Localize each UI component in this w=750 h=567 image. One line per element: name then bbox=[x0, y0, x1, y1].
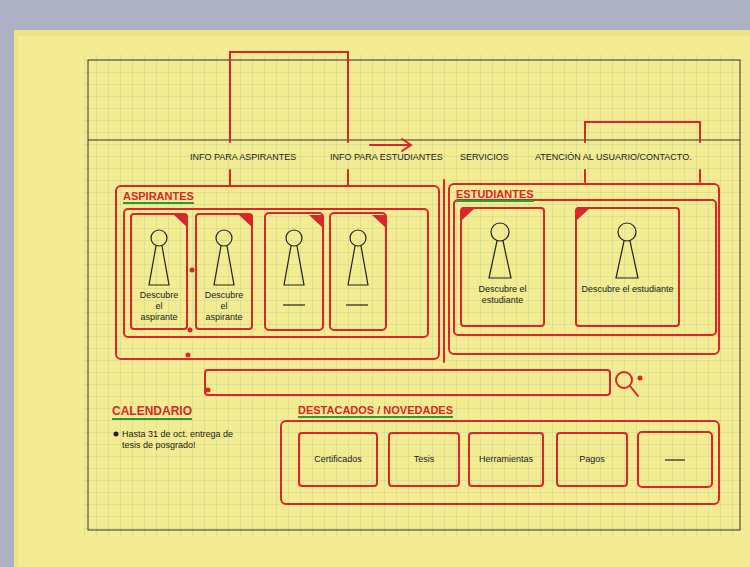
section-heading: ASPIRANTES bbox=[123, 190, 194, 204]
bullet bbox=[114, 432, 119, 437]
section-heading: ESTUDIANTES bbox=[456, 188, 534, 202]
section-heading: DESTACADOS / NOVEDADES bbox=[298, 404, 453, 418]
calendar-note: Hasta 31 de oct. entrega de tesis de pos… bbox=[122, 429, 252, 451]
card-caption: Descubre el estudiante bbox=[466, 284, 539, 306]
stick-figures bbox=[149, 223, 638, 285]
card-caption: Tesis bbox=[414, 454, 435, 465]
card-caption: Descubre el aspirante bbox=[136, 290, 182, 323]
placeholder-dashes bbox=[283, 305, 685, 460]
section-heading: CALENDARIO bbox=[112, 404, 192, 420]
profile-card: Descubre el aspirante bbox=[130, 213, 188, 330]
page-frame bbox=[88, 60, 740, 530]
nav-item: SERVICIOS bbox=[460, 152, 509, 163]
profile-card: Descubre el aspirante bbox=[195, 213, 253, 330]
feature-tile: Pagos bbox=[556, 432, 628, 487]
paper bbox=[14, 30, 750, 567]
feature-tile: Herramientas bbox=[468, 432, 544, 487]
card-caption: Descubre el aspirante bbox=[201, 290, 247, 323]
card-caption: Certificados bbox=[314, 454, 362, 465]
section-box: DESTACADOS / NOVEDADESCertificadosTesisH… bbox=[280, 420, 720, 505]
nav-item: INFO PARA ASPIRANTES bbox=[190, 152, 296, 163]
card-caption: Pagos bbox=[579, 454, 605, 465]
corner-hatches bbox=[174, 207, 643, 393]
nav-item: ATENCIÓN AL USUARIO/CONTACTO. bbox=[535, 152, 692, 163]
profile-card: Descubre el estudiante bbox=[460, 207, 545, 327]
section-box: ESTUDIANTES Descubre el estudiante Descubr… bbox=[448, 183, 720, 355]
section-box: ASPIRANTES Descubre el aspirante Descubre … bbox=[115, 185, 440, 360]
nav-item: INFO PARA ESTUDIANTES bbox=[330, 152, 443, 163]
feature-tile: Tesis bbox=[388, 432, 460, 487]
card-caption: Descubre el estudiante bbox=[581, 284, 674, 295]
card-caption: Herramientas bbox=[479, 454, 533, 465]
profile-card: Descubre el estudiante bbox=[575, 207, 680, 327]
feature-tile: Certificados bbox=[298, 432, 378, 487]
